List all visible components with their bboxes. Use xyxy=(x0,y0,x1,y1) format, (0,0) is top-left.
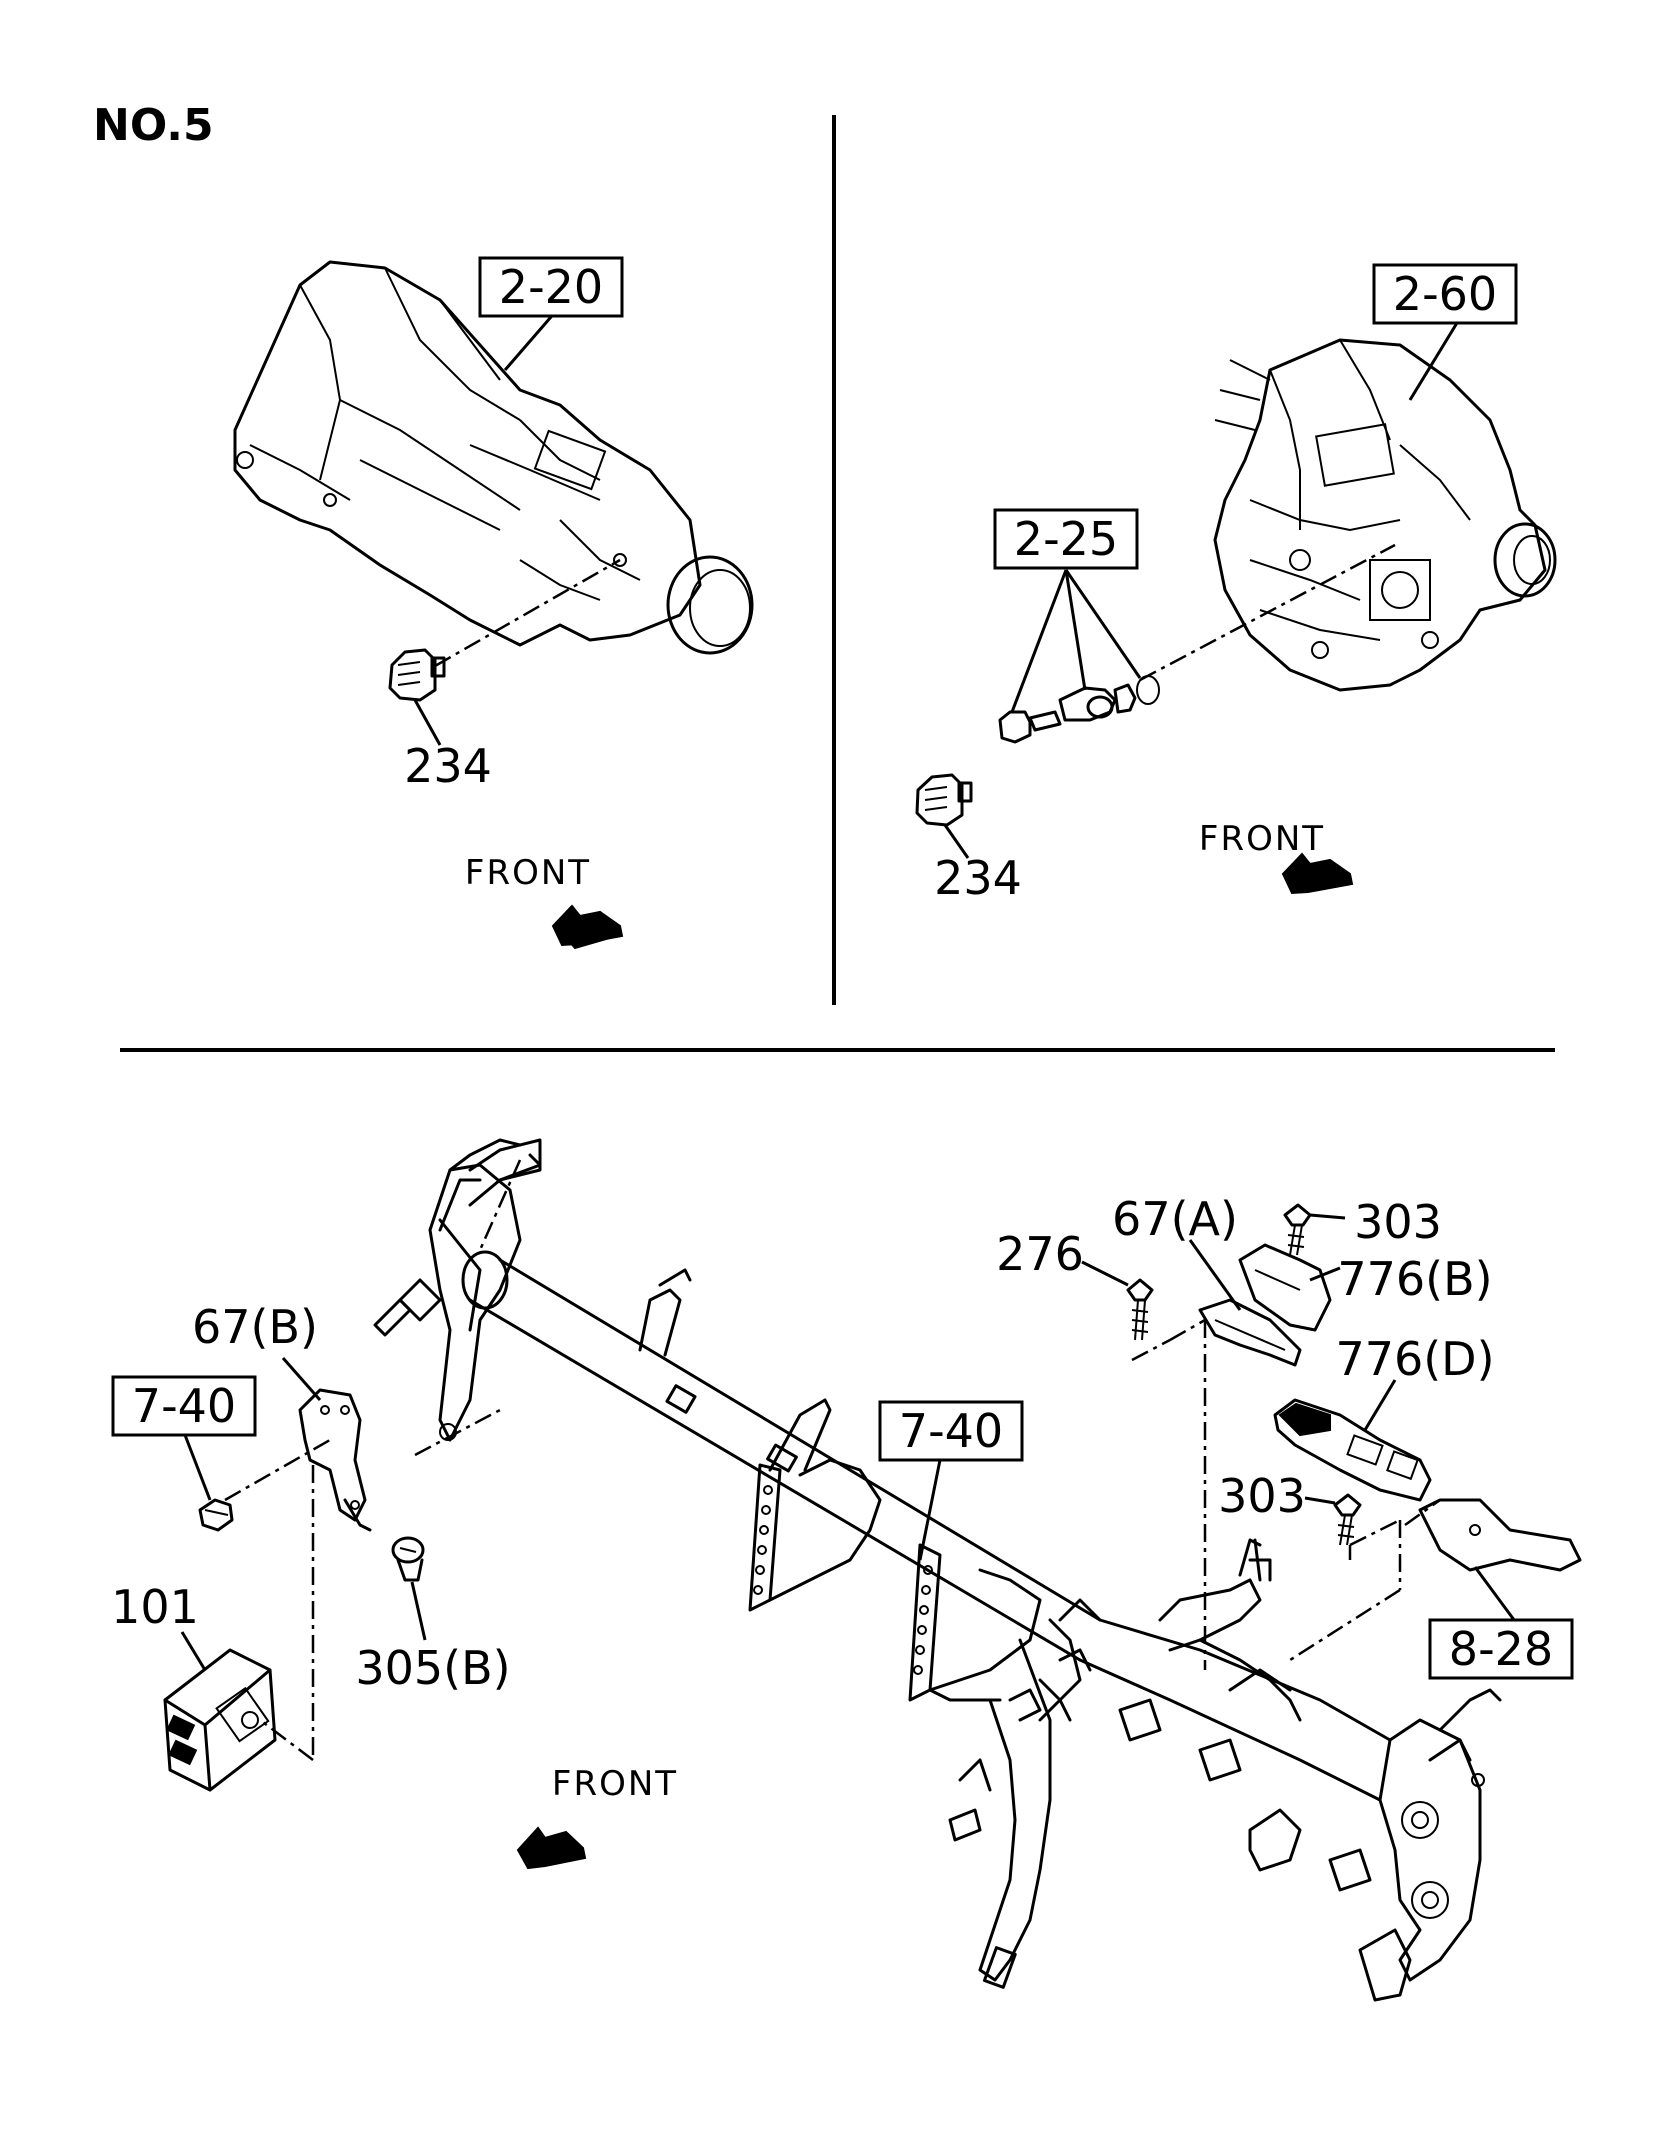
part-label-303-top: 303 xyxy=(1354,1195,1442,1249)
component-776b xyxy=(1238,1243,1332,1332)
bracket-2-25 xyxy=(998,675,1160,744)
ref-label-2-20: 2-20 xyxy=(499,260,603,314)
ref-label-2-25: 2-25 xyxy=(1014,512,1118,566)
ref-box-7-40-center[interactable] xyxy=(878,1400,1024,1462)
part-label-67a: 67(A) xyxy=(1112,1192,1238,1246)
rubber-mount-234-right xyxy=(915,773,973,827)
ref-label-2-60: 2-60 xyxy=(1393,267,1497,321)
transmission-left xyxy=(233,260,754,655)
cross-car-beam xyxy=(373,1138,1582,2002)
screw-303-mid xyxy=(1333,1493,1362,1546)
component-776d xyxy=(1273,1398,1432,1502)
front-label-lower: FRONT xyxy=(552,1764,678,1804)
bracket-67a xyxy=(1198,1298,1302,1367)
grommet-305b xyxy=(391,1536,425,1582)
rubber-mount-234-left xyxy=(388,648,446,702)
screw-303-top xyxy=(1283,1203,1312,1256)
part-label-303-mid: 303 xyxy=(1218,1469,1306,1523)
part-label-305b: 305(B) xyxy=(355,1641,510,1695)
part-label-101: 101 xyxy=(111,1580,199,1634)
transmission-right xyxy=(1213,338,1557,692)
front-label-right: FRONT xyxy=(1199,819,1325,859)
ref-box-2-60[interactable] xyxy=(1372,263,1518,325)
module-101 xyxy=(163,1648,277,1792)
front-arrow-right xyxy=(1281,852,1354,895)
part-label-776d: 776(D) xyxy=(1335,1332,1494,1386)
diagram-title: NO.5 xyxy=(93,100,214,151)
part-label-234-left: 234 xyxy=(404,739,492,793)
ref-label-7-40-center: 7-40 xyxy=(899,1404,1003,1458)
part-label-67b: 67(B) xyxy=(192,1300,318,1354)
ref-box-8-28[interactable] xyxy=(1428,1618,1574,1680)
ref-label-7-40-left: 7-40 xyxy=(132,1379,236,1433)
front-label-left: FRONT xyxy=(465,853,591,893)
front-arrow-lower xyxy=(516,1826,587,1870)
ref-box-7-40-left[interactable] xyxy=(111,1375,257,1437)
screw-276 xyxy=(1126,1278,1154,1341)
ref-label-8-28: 8-28 xyxy=(1449,1622,1553,1676)
ref-box-2-25[interactable] xyxy=(993,508,1139,570)
part-label-776b: 776(B) xyxy=(1337,1252,1492,1306)
nut-7-40 xyxy=(198,1498,234,1532)
part-label-234-right: 234 xyxy=(934,851,1022,905)
bracket-67b xyxy=(298,1388,372,1532)
ref-box-2-20[interactable] xyxy=(478,256,624,318)
part-label-276: 276 xyxy=(996,1227,1084,1281)
